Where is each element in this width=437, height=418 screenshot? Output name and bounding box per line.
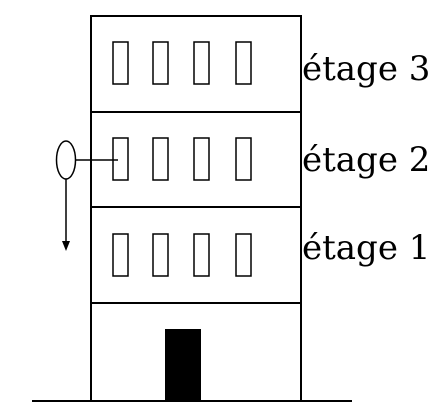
window <box>193 233 210 277</box>
window <box>112 41 129 85</box>
falling-object <box>55 140 118 242</box>
window <box>235 137 252 181</box>
window <box>112 233 129 277</box>
object-ellipse <box>55 140 77 180</box>
floor-3-label: étage 3 <box>302 49 430 89</box>
floor-1-windows <box>112 233 252 277</box>
floor-1-label: étage 1 <box>302 228 430 268</box>
fall-arrow-head <box>62 241 70 251</box>
window <box>152 137 169 181</box>
window <box>112 137 129 181</box>
floor-2-label: étage 2 <box>302 140 430 180</box>
window <box>152 41 169 85</box>
floor-2-windows <box>112 137 252 181</box>
window <box>193 137 210 181</box>
window <box>235 233 252 277</box>
floor-3-windows <box>112 41 252 85</box>
window <box>193 41 210 85</box>
window <box>235 41 252 85</box>
door <box>165 329 201 401</box>
window <box>152 233 169 277</box>
